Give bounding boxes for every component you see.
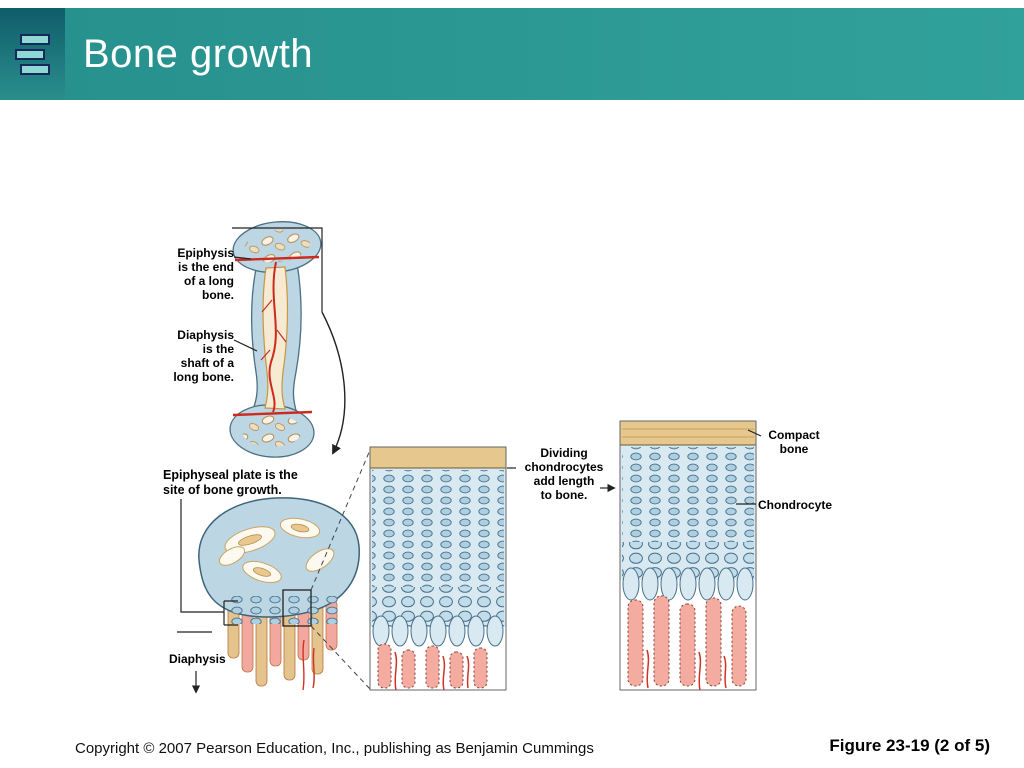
ossification-columns — [377, 643, 488, 689]
slide-title: Bone growth — [83, 31, 314, 76]
zoom-region-box — [282, 589, 312, 627]
label-diaphysis-bottom: Diaphysis — [169, 652, 226, 666]
title-bar: Bone growth — [65, 8, 1024, 100]
epiphysis-closeup — [198, 449, 371, 691]
bottom-epiphyseal-plate-line — [232, 410, 313, 417]
ossification-columns — [627, 595, 747, 687]
label-epiphyseal-plate: Epiphyseal plate is the site of bone gro… — [163, 468, 298, 497]
plate-cell-columns — [226, 596, 338, 624]
marrow-vessels — [302, 639, 315, 691]
trabeculae — [218, 517, 335, 584]
bracket-and-arrow — [232, 227, 346, 455]
vessels — [646, 649, 727, 691]
vessels — [394, 651, 470, 691]
dividing-chondrocyte-columns — [372, 470, 504, 587]
diaphysis-leader — [233, 339, 258, 352]
vessel-branches — [260, 299, 287, 361]
growth-plate-panel-medium — [369, 446, 507, 691]
label-epiphysis: Epiphysis is the end of a long bone. — [177, 246, 234, 303]
template-logo-block — [0, 8, 65, 100]
copyright-text: Copyright © 2007 Pearson Education, Inc.… — [75, 740, 594, 757]
epiphysis-leader — [233, 256, 252, 260]
label-diaphysis: Diaphysis is the shaft of a long bone. — [173, 328, 234, 385]
leader-lines — [177, 256, 762, 694]
growth-plate-panel-large — [619, 420, 757, 691]
cartilage-fingers — [372, 615, 504, 647]
cartilage-fingers — [622, 567, 754, 601]
figure-caption: Figure 23-19 (2 of 5) — [829, 736, 990, 755]
label-compact-bone: Compact bone — [768, 428, 820, 457]
label-dividing-chondrocytes: Dividing chondrocytes add length to bone… — [524, 446, 604, 503]
logo-bar — [20, 63, 50, 75]
stacked-bars-icon — [15, 32, 50, 77]
compact-bone-band — [619, 420, 757, 446]
chondrocyte-columns — [622, 447, 754, 542]
spongy-bone-bottom — [242, 415, 302, 447]
spongy-bone-top — [244, 229, 310, 263]
logo-bar — [20, 33, 50, 45]
long-bone-illustration — [229, 221, 322, 458]
epiphyseal-plate-leader — [180, 499, 238, 626]
compact-bone-leader — [747, 429, 762, 437]
slide-header: Bone growth — [0, 8, 1024, 100]
zoom-line-top — [310, 449, 371, 591]
top-epiphyseal-plate-line — [234, 255, 320, 262]
logo-bar — [15, 48, 45, 60]
blood-vessel — [268, 261, 277, 413]
label-chondrocyte: Chondrocyte — [758, 498, 833, 512]
bone-collar — [369, 446, 507, 469]
